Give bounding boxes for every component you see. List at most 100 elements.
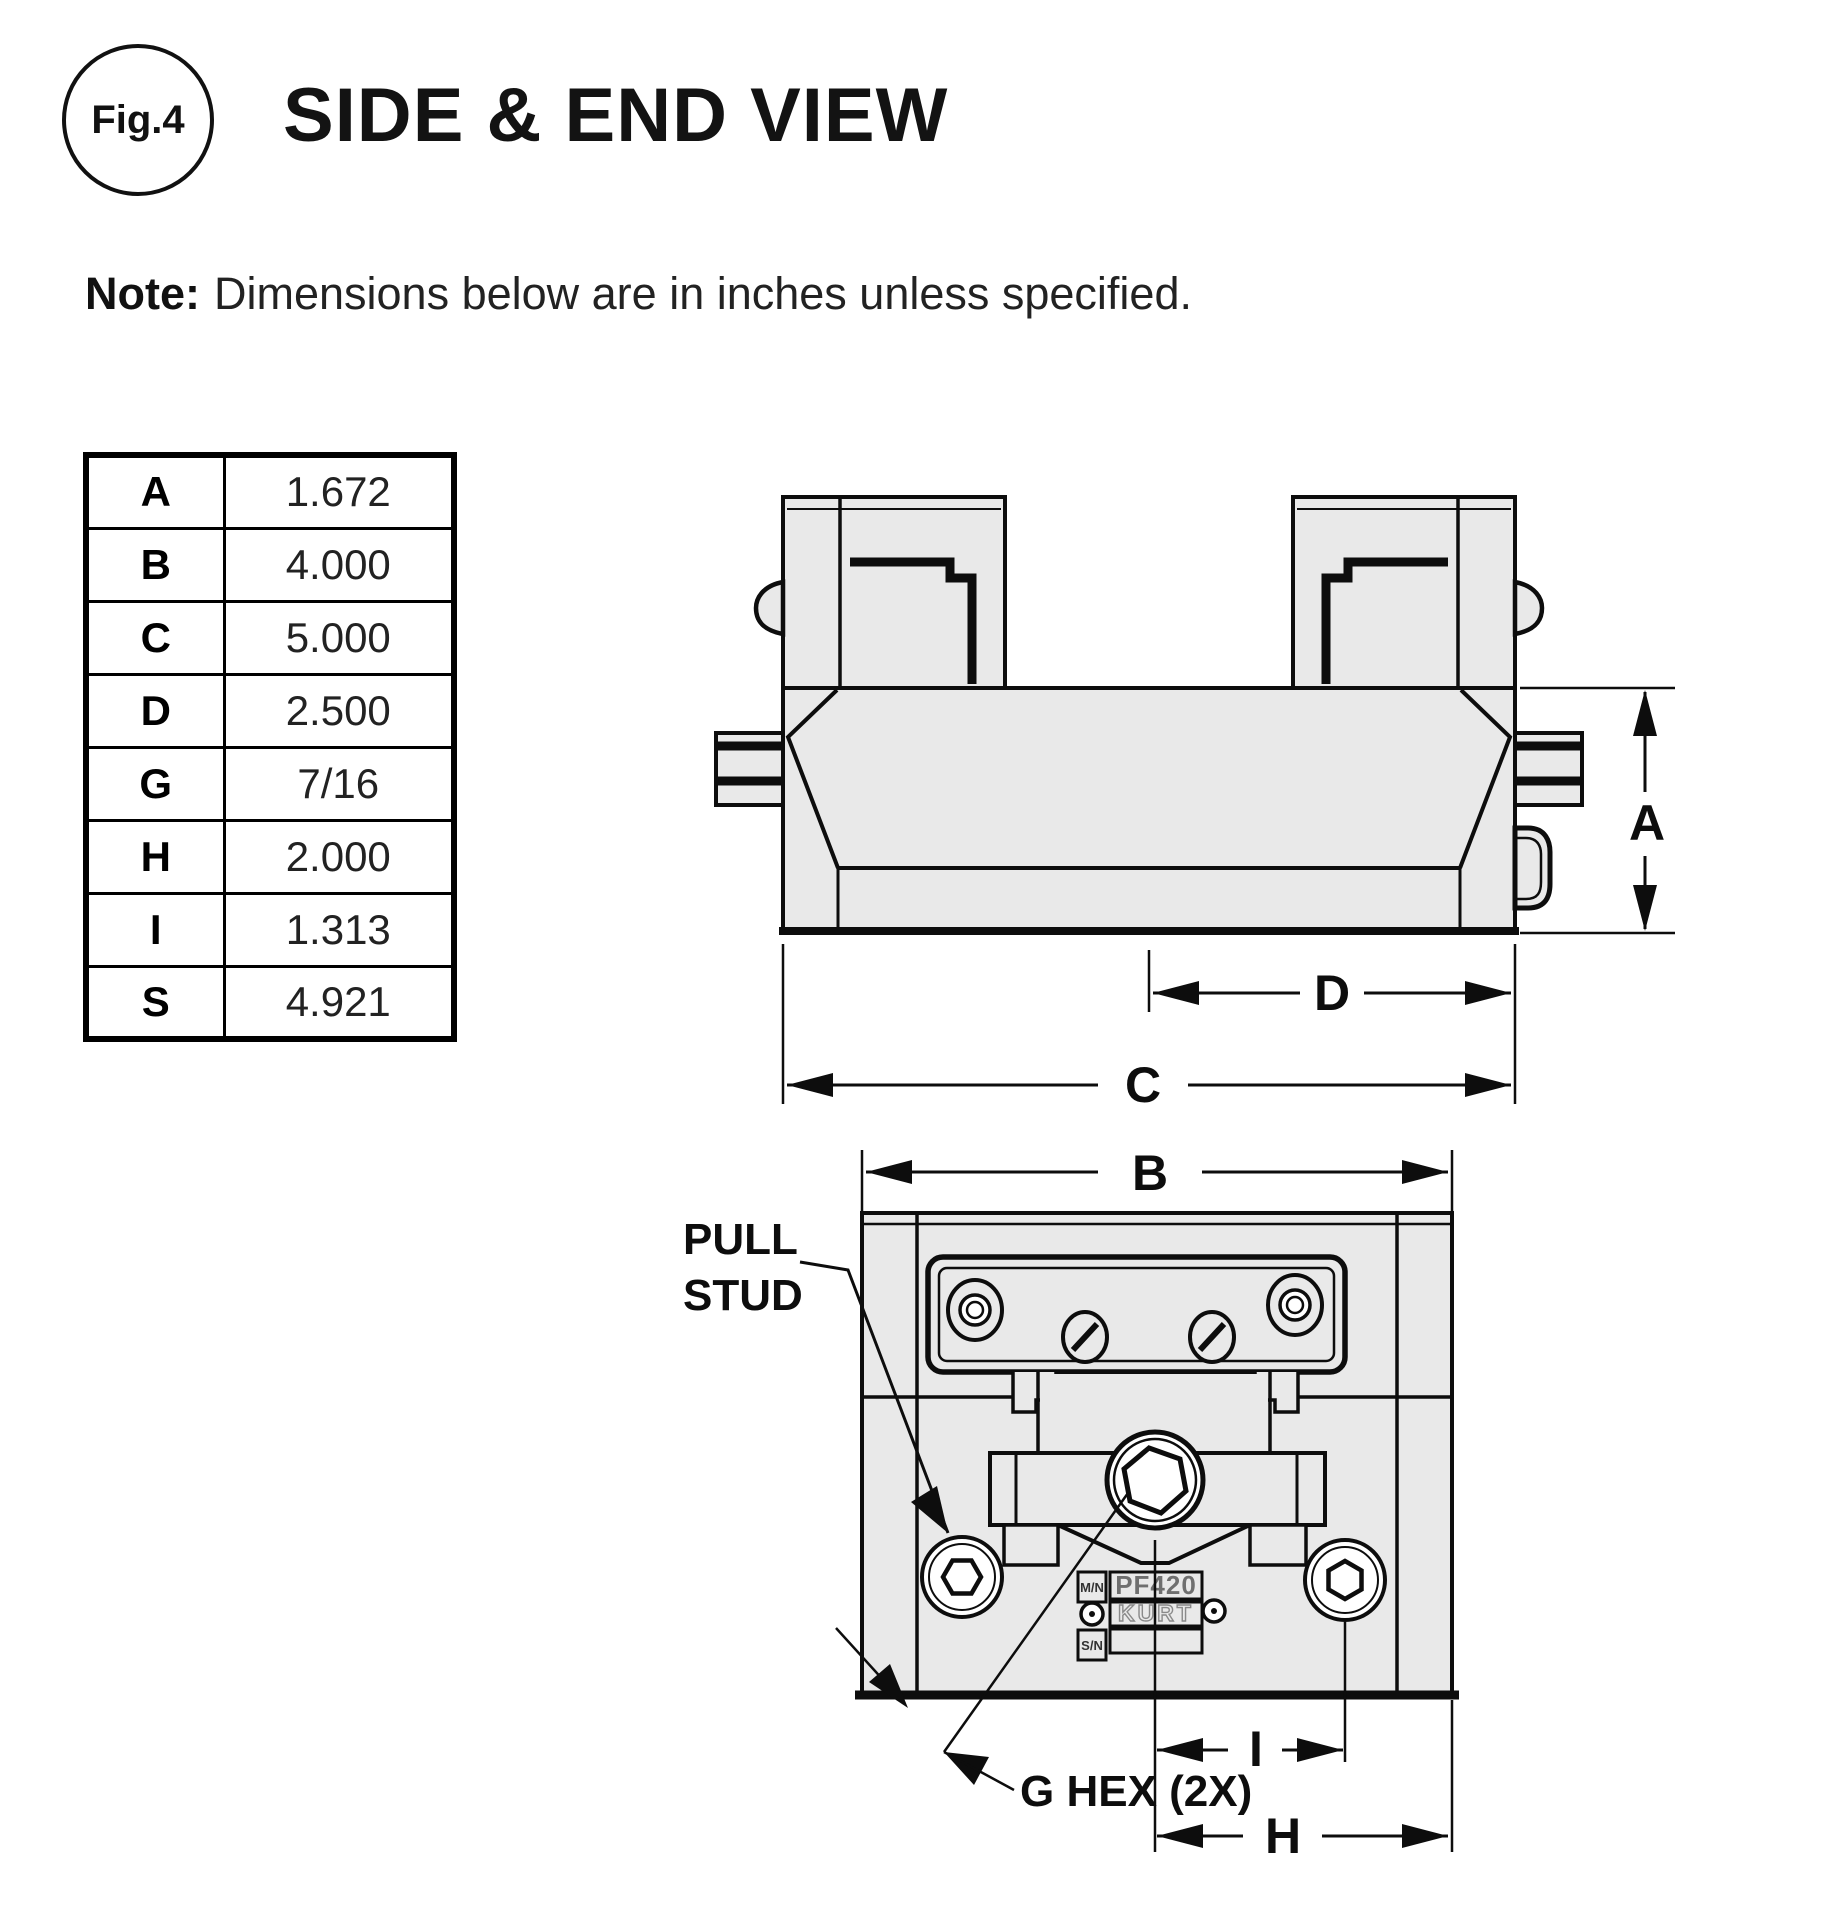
g-hex-arrow-2 — [944, 1752, 989, 1785]
dim-d-label: D — [1314, 965, 1350, 1021]
figure-badge: Fig.4 — [62, 44, 214, 196]
dim-value: 4.000 — [222, 526, 456, 603]
g-hex-arrow-1 — [869, 1664, 908, 1708]
dim-letter: A — [84, 453, 226, 530]
dim-i-label: I — [1249, 1721, 1263, 1777]
dim-value: 1.672 — [222, 453, 456, 530]
figure-badge-label: Fig.4 — [91, 97, 185, 142]
socket-inner — [1311, 1546, 1379, 1614]
screw-slot — [1197, 1321, 1227, 1353]
dim-value: 7/16 — [222, 745, 456, 822]
pull-stud-leader — [799, 1260, 950, 1534]
plate-hole-left — [946, 1278, 1004, 1342]
side-left-jaw-boss — [753, 579, 786, 637]
nameplate-sn-text: S/N — [1081, 1638, 1103, 1653]
dim-letter: B — [84, 526, 226, 603]
dim-value: 1.313 — [222, 891, 456, 968]
nameplate-rivet-left-dot — [1089, 1611, 1095, 1617]
nut-bore-inner — [1112, 1437, 1198, 1523]
dim-letter: I — [84, 891, 226, 968]
dim-value: 5.000 — [222, 599, 456, 676]
dim-c-arrow-left — [787, 1073, 833, 1097]
note: Note:Dimensions below are in inches unle… — [85, 268, 1192, 320]
end-jaw-plate-inner — [937, 1266, 1336, 1363]
end-jaw-plate — [925, 1254, 1348, 1375]
hole-mid — [958, 1293, 992, 1327]
side-body — [781, 686, 1517, 935]
screw-slot — [1070, 1321, 1100, 1353]
dim-b-label: B — [1132, 1145, 1168, 1201]
dim-a-group — [1520, 686, 1675, 935]
side-right-jaw-boss — [1512, 579, 1545, 637]
dim-h-label: H — [1265, 1808, 1301, 1864]
dim-letter: H — [84, 818, 226, 895]
dim-letter: G — [84, 745, 226, 822]
dim-c-arrow-right — [1465, 1073, 1511, 1097]
dim-h-arrow-left — [1157, 1824, 1203, 1848]
screw-block-band — [716, 741, 783, 786]
dim-a-arrow-up — [1633, 690, 1657, 736]
dim-value: 2.500 — [222, 672, 456, 749]
side-left-screw-block — [714, 731, 785, 807]
side-left-jaw-plate-step — [850, 557, 977, 684]
center-hex-nut — [1104, 1429, 1206, 1531]
pull-stud-arrow — [911, 1486, 948, 1533]
dim-letter: D — [84, 672, 226, 749]
side-view-drawing: A D C — [714, 495, 1675, 1113]
socket-hex — [940, 1558, 984, 1596]
pull-stud-label-line1: PULL — [683, 1215, 798, 1264]
g-hex-label: G HEX (2X) — [1020, 1767, 1252, 1816]
screw-block-band — [1515, 741, 1582, 786]
end-nut-block-walls — [1014, 1453, 1299, 1525]
note-prefix: Note: — [85, 268, 200, 319]
v-block-left — [1002, 1523, 1060, 1567]
dim-d-group — [1147, 950, 1511, 1012]
dim-i-arrow-right — [1297, 1738, 1343, 1762]
hex-socket-right — [1303, 1538, 1387, 1622]
dim-h-group — [1157, 1700, 1454, 1852]
dim-b-arrow-left — [866, 1160, 912, 1184]
dim-d-arrow-right — [1465, 981, 1511, 1005]
dim-i-arrow-left — [1157, 1738, 1203, 1762]
hex-socket-left — [920, 1535, 1004, 1619]
dim-a-label: A — [1629, 795, 1665, 851]
dim-letter: S — [84, 964, 226, 1041]
page-title: SIDE & END VIEW — [283, 73, 949, 158]
plate-hole-right — [1266, 1273, 1324, 1337]
nameplate-sn-box — [1076, 1628, 1108, 1662]
socket-inner — [928, 1543, 996, 1611]
socket-hex — [1326, 1558, 1364, 1602]
side-right-clamp-tab-inner — [1515, 836, 1543, 901]
side-body-lip-corners — [836, 868, 1462, 930]
nameplate-rivet-right-dot — [1211, 1608, 1217, 1614]
v-block-right — [1248, 1523, 1308, 1567]
hole-inner — [965, 1300, 985, 1320]
dim-h-arrow-right — [1402, 1824, 1448, 1848]
g-hex-leader-tail — [943, 1750, 1015, 1792]
slotted-screw-left — [1061, 1310, 1109, 1364]
nameplate-mn-text: M/N — [1080, 1580, 1104, 1595]
dim-c-label: C — [1125, 1057, 1161, 1113]
dim-i-group — [1157, 1622, 1347, 1762]
pull-stud-label-line2: STUD — [683, 1271, 803, 1320]
dim-value: 4.921 — [222, 964, 456, 1041]
slotted-screw-right — [1188, 1310, 1236, 1364]
nut-hex — [1121, 1445, 1189, 1516]
dim-a-arrow-down — [1633, 885, 1657, 931]
end-neck-sides — [1036, 1372, 1272, 1453]
dim-c-group — [781, 944, 1517, 1104]
dim-b-group — [860, 1150, 1454, 1211]
dim-value: 2.000 — [222, 818, 456, 895]
hole-inner — [1285, 1295, 1305, 1315]
dim-d-arrow-left — [1153, 981, 1199, 1005]
